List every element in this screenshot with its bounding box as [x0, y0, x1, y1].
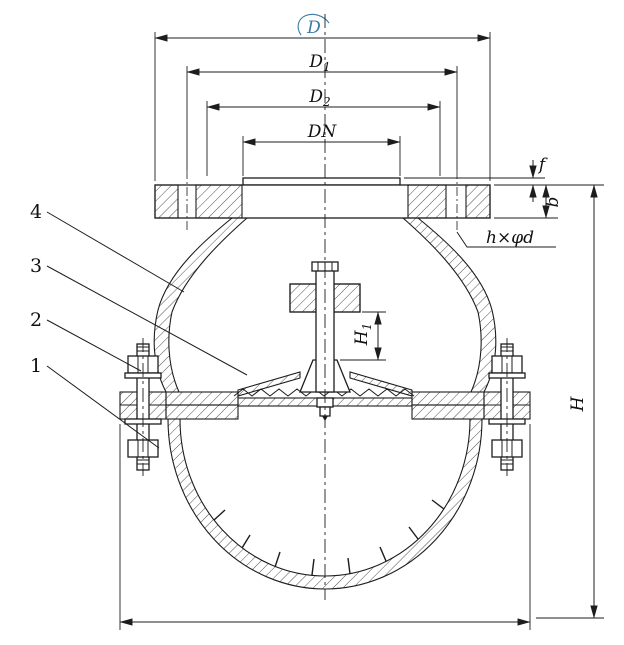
dimension-label-b: b — [543, 197, 563, 208]
leader-part-3 — [46, 265, 248, 376]
dimension-label-H: H — [568, 395, 588, 412]
upper-flange-right — [411, 391, 485, 406]
bolt-holes-leader — [456, 231, 556, 248]
top-dimension-lines: D D1 D2 DN — [154, 13, 491, 181]
part-callouts: 4 3 2 1 — [30, 201, 248, 449]
top-flange — [154, 170, 491, 232]
leader-part-4 — [46, 211, 185, 293]
body-wall-right — [401, 217, 497, 393]
part-number-2: 2 — [30, 309, 42, 331]
dimension-label-H1: H1 — [352, 323, 374, 346]
upper-flange-left — [165, 391, 239, 406]
dimension-H: H — [536, 184, 604, 619]
dimension-label-D2: D2 — [308, 87, 330, 109]
flange-detail-dimensions: f b h×φd — [404, 155, 604, 248]
lower-flange-left — [165, 404, 239, 420]
part-number-4: 4 — [30, 201, 42, 223]
bolt-assembly-left — [124, 338, 162, 476]
part-number-1: 1 — [30, 355, 42, 377]
lower-flange-right — [411, 404, 485, 420]
bowl-wall — [167, 418, 483, 590]
lower-bowl — [167, 418, 483, 590]
bowl-ribs — [213, 499, 445, 576]
dimension-label-holes: h×φd — [486, 228, 534, 248]
dimension-H1: H1 — [340, 311, 386, 361]
support-plate-right — [349, 371, 413, 397]
bottom-width-dimension — [119, 424, 531, 630]
dimension-label-f: f — [537, 155, 548, 175]
dimension-label-D: D — [306, 18, 321, 38]
leader-part-2 — [46, 319, 142, 372]
bolt-assembly-right — [488, 338, 526, 476]
dimension-label-DN: DN — [307, 122, 338, 142]
dimension-label-D1: D1 — [308, 52, 330, 74]
part-number-3: 3 — [30, 255, 42, 277]
middle-flange — [119, 391, 531, 420]
diaphragm-membrane — [233, 388, 415, 397]
raised-face — [242, 177, 401, 186]
body-wall-left — [153, 217, 249, 393]
watermark-swirl — [297, 13, 330, 36]
leader-part-1 — [46, 365, 160, 449]
support-plate-left — [237, 371, 301, 397]
